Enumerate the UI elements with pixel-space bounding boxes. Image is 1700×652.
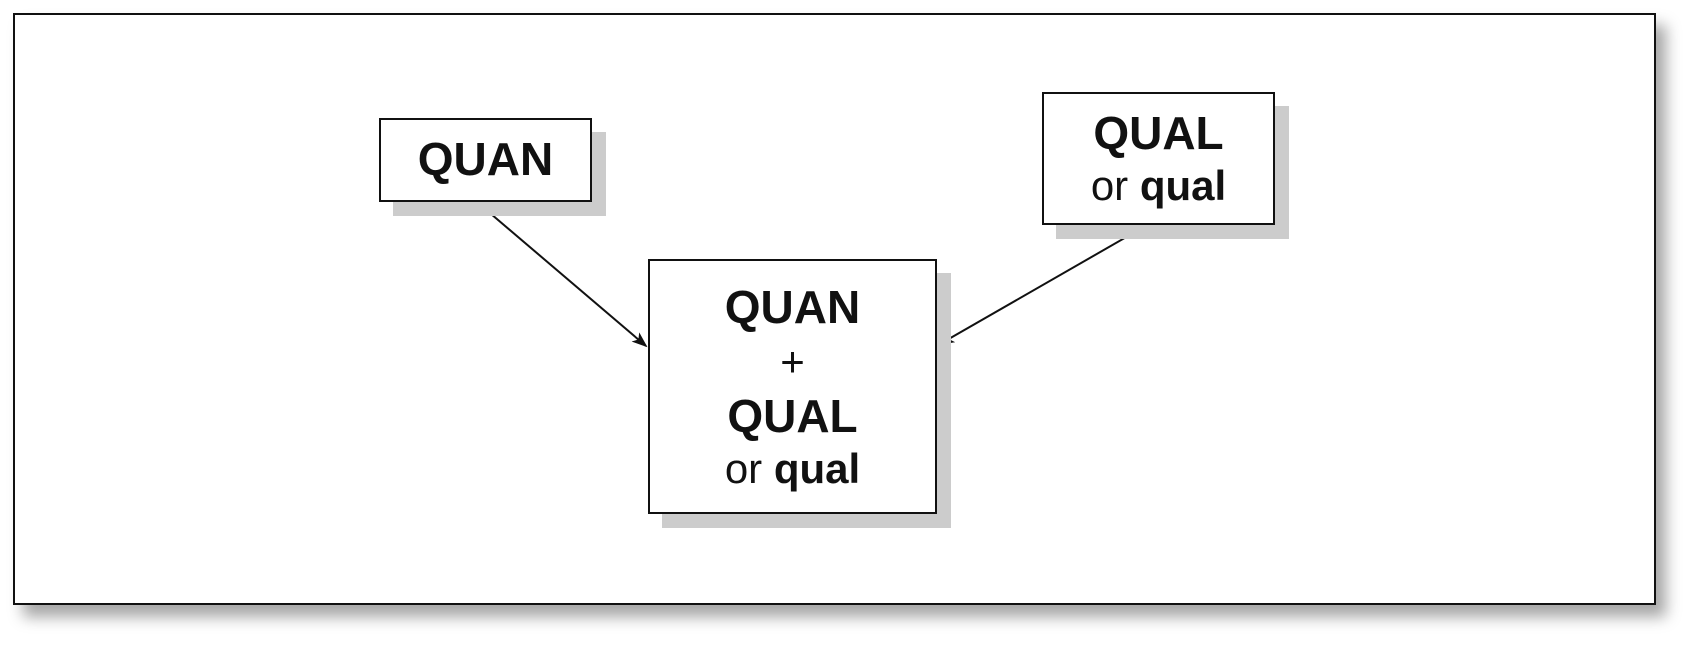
combined-box: QUAN + QUAL or qual	[648, 259, 937, 514]
or-qual-label: or qual	[1091, 161, 1226, 211]
qual-label: QUAL	[1093, 106, 1224, 159]
or-word: or	[1090, 161, 1129, 209]
combined-qual-lowercase: qual	[773, 444, 861, 492]
qual-box: QUAL or qual	[1042, 92, 1275, 225]
quan-label: QUAN	[417, 133, 554, 186]
qual-lowercase: qual	[1139, 161, 1227, 209]
combined-quan-label: QUAN	[724, 280, 861, 333]
combined-qual-label: QUAL	[727, 389, 858, 442]
combined-or-word: or	[724, 444, 763, 492]
quan-box: QUAN	[379, 118, 592, 202]
plus-sign: +	[780, 338, 805, 386]
combined-or-qual-label: or qual	[725, 444, 860, 494]
